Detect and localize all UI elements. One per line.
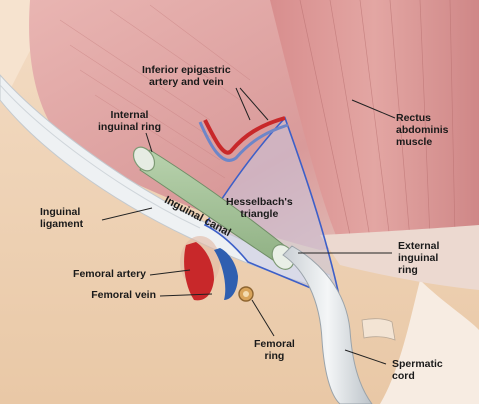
rectus-sheath [320, 225, 479, 290]
label-femoral-vein: Femoral vein [91, 289, 156, 301]
cord-band [361, 318, 396, 341]
femoral-ring-lumen [243, 291, 249, 297]
label-hesselbach-triangle: Hesselbach's triangle [226, 196, 293, 220]
label-femoral-ring: Femoral ring [254, 338, 295, 362]
internal-ring [132, 146, 156, 172]
leader-lines [101, 87, 396, 365]
label-external-ring: External inguinal ring [398, 240, 440, 276]
skin-right [380, 280, 479, 404]
label-inferior-epigastric: Inferior epigastric artery and vein [142, 64, 231, 88]
femoral-artery [184, 242, 214, 301]
spermatic-cord [282, 245, 373, 404]
rectus-fibers [299, 0, 456, 241]
epigastric-vein [198, 121, 289, 162]
rectus-abdominis [270, 0, 479, 245]
label-internal-ring: Internal inguinal ring [98, 109, 161, 133]
label-spermatic-cord: Spermatic cord [392, 358, 443, 382]
ligament-shade [0, 84, 201, 229]
label-rectus-abdominis: Rectus abdominis muscle [396, 112, 449, 148]
muscle-fibers [59, 4, 251, 179]
epigastric-artery [203, 116, 286, 155]
label-inguinal-ligament: Inguinal ligament [40, 206, 84, 230]
label-femoral-artery: Femoral artery [73, 268, 146, 280]
femoral-vein [214, 248, 238, 300]
hesselbach-triangle [203, 116, 342, 302]
